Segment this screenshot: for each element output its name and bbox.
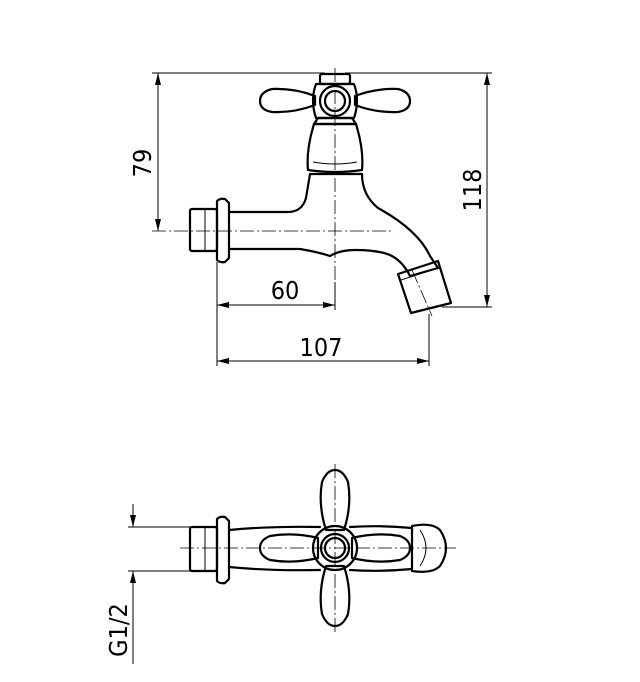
hex-nut-top (215, 515, 231, 585)
dimension-thread: G1/2 (104, 504, 217, 664)
dimension-107: 107 (217, 314, 430, 366)
dimension-79: 79 (128, 72, 325, 231)
side-centerlines (152, 68, 433, 317)
dim-118-label: 118 (458, 169, 487, 212)
tap-top-view (180, 464, 456, 632)
inlet-thread-top (188, 525, 219, 573)
top-centerlines (180, 464, 456, 632)
dim-60-label: 60 (271, 276, 300, 305)
spout-body-side (227, 172, 440, 278)
dim-107-label: 107 (300, 333, 343, 362)
outlet-nozzle-side (396, 259, 453, 315)
inlet-thread-side (188, 207, 219, 253)
dimension-60: 60 (216, 262, 336, 366)
dim-79-label: 79 (128, 149, 157, 178)
tap-side-view (152, 68, 453, 317)
dimension-118: 118 (345, 72, 492, 308)
hex-nut-side (215, 197, 231, 264)
dim-thread-label: G1/2 (104, 603, 133, 657)
body-top (227, 525, 414, 572)
